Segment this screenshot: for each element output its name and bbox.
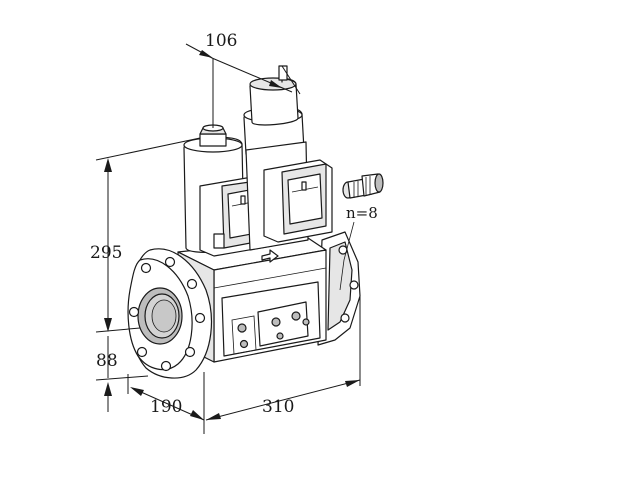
dimension-310 <box>203 296 361 434</box>
dimension-190-label: 190 <box>150 397 182 417</box>
dimension-295 <box>95 137 201 333</box>
dimension-295-label: 295 <box>90 243 122 263</box>
dimension-88 <box>95 336 149 412</box>
bolt-count-label: n=8 <box>346 204 378 222</box>
cable-gland <box>342 173 384 199</box>
pressure-port-plate <box>231 301 310 355</box>
dimension-190 <box>127 374 205 421</box>
left-flange <box>127 248 213 379</box>
right-flange <box>317 231 361 346</box>
dimension-106-label: 106 <box>205 31 237 51</box>
dimension-106 <box>185 43 301 128</box>
dimension-88-label: 88 <box>96 351 118 371</box>
solenoid-right <box>243 65 333 263</box>
dimension-310-label: 310 <box>262 397 294 417</box>
